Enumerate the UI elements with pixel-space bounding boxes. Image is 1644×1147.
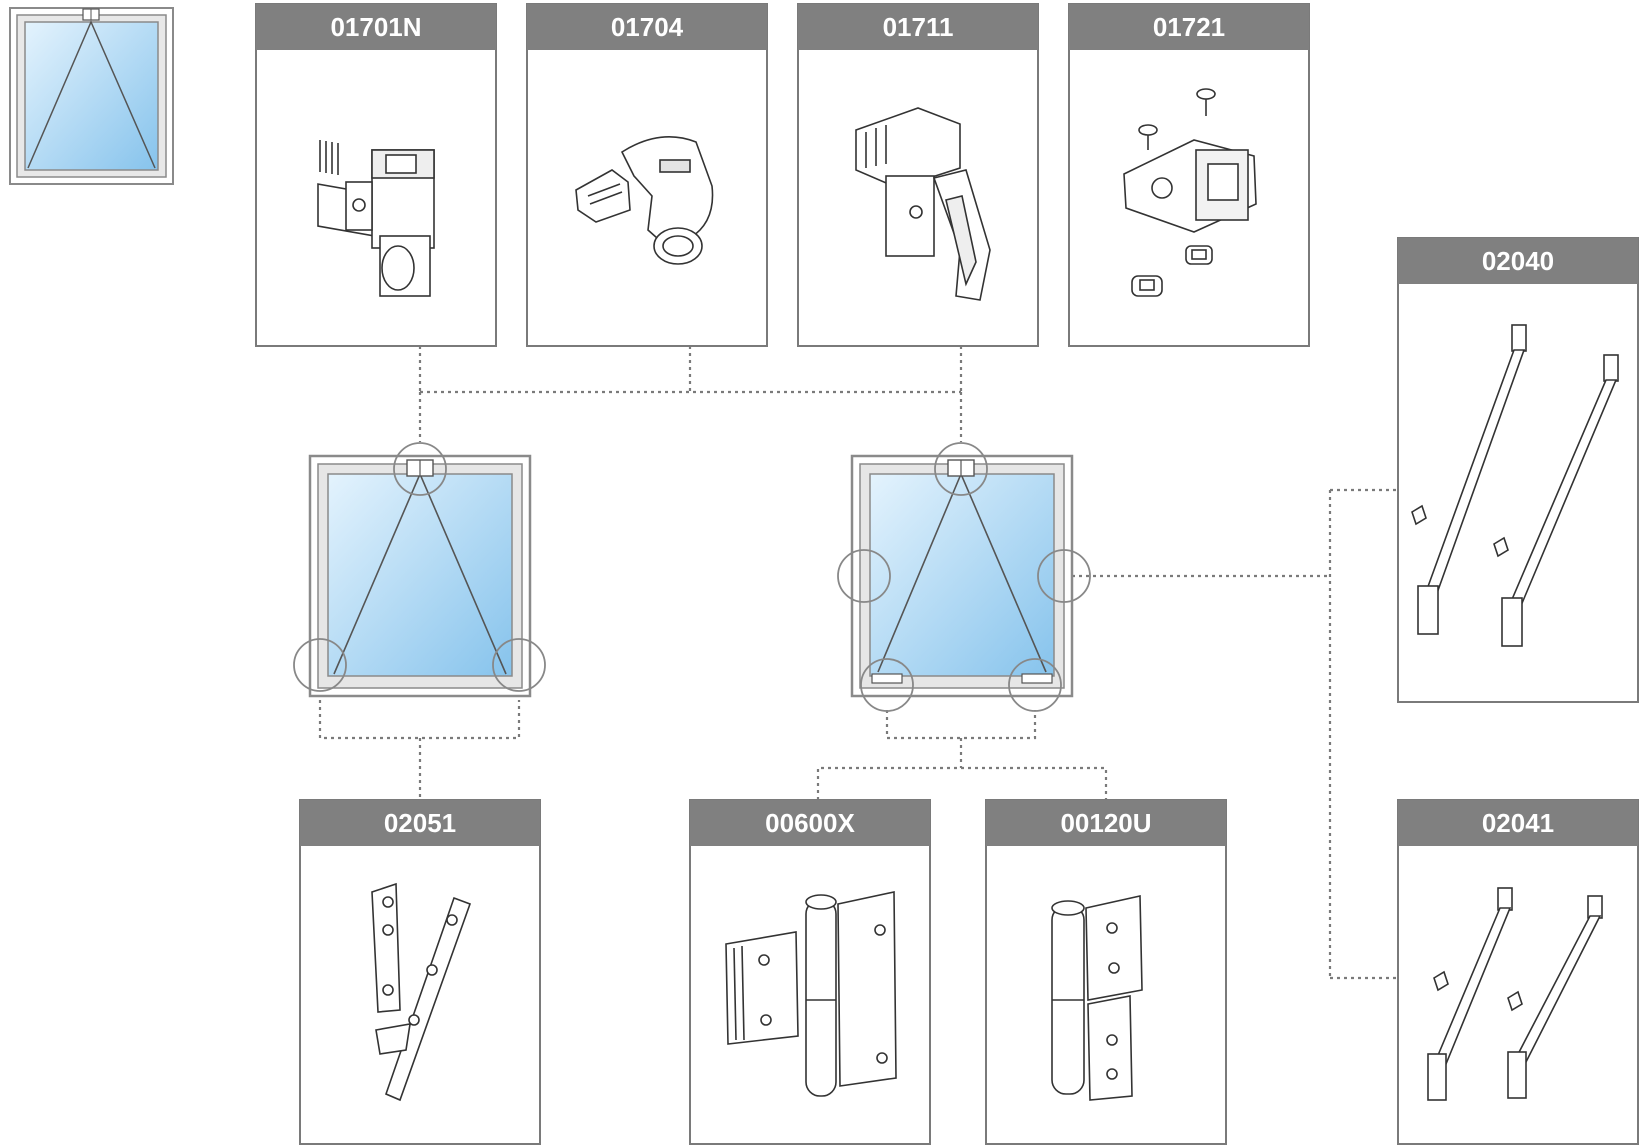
- product-card-02051[interactable]: 02051: [300, 800, 540, 1144]
- card-title: 01701N: [330, 12, 421, 42]
- product-card-00600X[interactable]: 00600X: [690, 800, 930, 1144]
- card-title: 01711: [883, 12, 954, 42]
- card-title: 00600X: [765, 808, 855, 838]
- product-card-01711[interactable]: 01711: [798, 4, 1038, 346]
- card-title: 02040: [1482, 246, 1554, 276]
- thumbnail-window-icon: [10, 8, 173, 184]
- product-card-01721[interactable]: 01721: [1069, 4, 1309, 346]
- card-title: 00120U: [1060, 808, 1151, 838]
- window-diagram-left: [294, 443, 545, 696]
- hinge-lift-icon: [1052, 896, 1142, 1100]
- card-title: 02041: [1482, 808, 1554, 838]
- card-title: 01721: [1153, 12, 1225, 42]
- product-card-02041[interactable]: 02041: [1398, 800, 1638, 1144]
- product-card-01704[interactable]: 01704: [527, 4, 767, 346]
- product-card-02040[interactable]: 02040: [1398, 238, 1638, 702]
- card-title: 01704: [611, 12, 684, 42]
- card-title: 02051: [384, 808, 456, 838]
- product-card-01701N[interactable]: 01701N: [256, 4, 496, 346]
- product-card-00120U[interactable]: 00120U: [986, 800, 1226, 1144]
- window-diagram-right: [838, 443, 1090, 711]
